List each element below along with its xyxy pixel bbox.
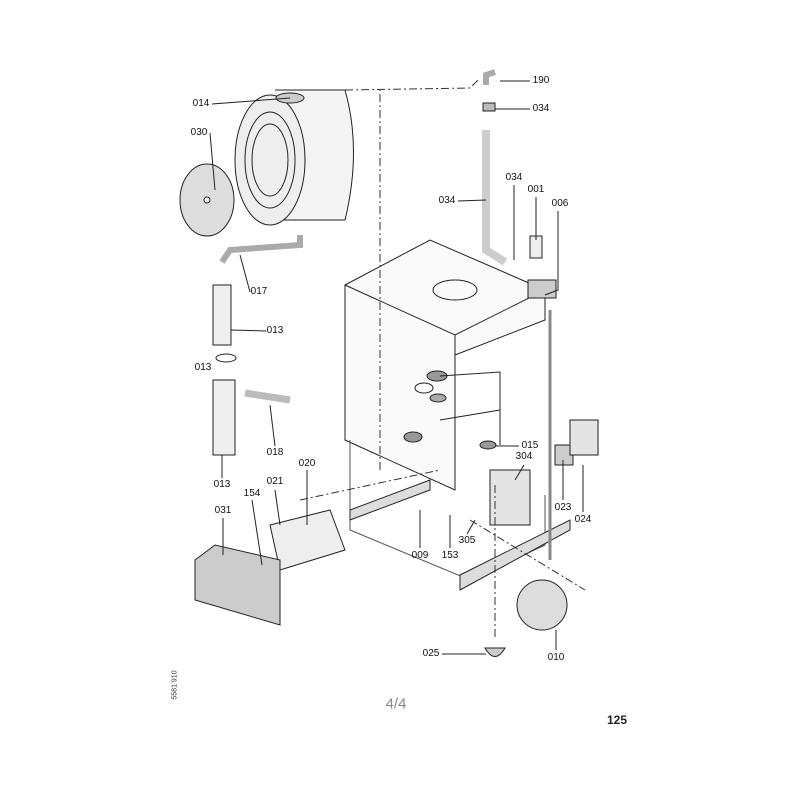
part-label-018: 018	[266, 447, 284, 458]
part-label-304: 304	[515, 451, 533, 462]
part-label-010: 010	[547, 652, 565, 663]
gas-pipe	[482, 130, 508, 266]
gas-valve	[489, 469, 531, 526]
part-label-025: 025	[422, 648, 440, 659]
part-label-023: 023	[554, 502, 572, 513]
part-label-031: 031	[214, 505, 232, 516]
part-label-021: 021	[266, 476, 284, 487]
part-label-014: 014	[192, 98, 210, 109]
part-label-024: 024	[574, 514, 592, 525]
part-label-006: 006	[551, 198, 569, 209]
part-label-153: 153	[441, 550, 459, 561]
document-id: 5581 910	[171, 670, 179, 700]
drain-pipe-upper	[212, 284, 232, 346]
control-box	[194, 544, 281, 626]
part-label-017: 017	[250, 286, 268, 297]
page-number: 125	[606, 713, 628, 727]
part-label-034: 034	[505, 172, 523, 183]
drain-pipe-lower	[212, 379, 236, 456]
boiler-frame	[344, 239, 546, 491]
pump	[516, 579, 568, 631]
part-label-305: 305	[458, 535, 476, 546]
part-label-190: 190	[532, 75, 550, 86]
part-label-020: 020	[298, 458, 316, 469]
hose-018	[244, 389, 291, 404]
part-label-001: 001	[527, 184, 545, 195]
mounting-rail	[459, 519, 571, 591]
part-label-013: 013	[194, 362, 212, 373]
part-label-013: 013	[213, 479, 231, 490]
part-label-154: 154	[243, 488, 261, 499]
part-label-034: 034	[532, 103, 550, 114]
part-label-009: 009	[411, 550, 429, 561]
drain-valve-025	[484, 647, 506, 657]
page-indicator: 4/4	[385, 695, 407, 713]
heat-exchanger	[269, 509, 346, 571]
part-label-013: 013	[266, 325, 284, 336]
part-label-034: 034	[438, 195, 456, 206]
part-label-030: 030	[190, 127, 208, 138]
bottom-rail	[349, 479, 431, 521]
connector-006	[527, 279, 557, 299]
siphon-pipe	[219, 235, 303, 264]
part-label-015: 015	[521, 440, 539, 451]
